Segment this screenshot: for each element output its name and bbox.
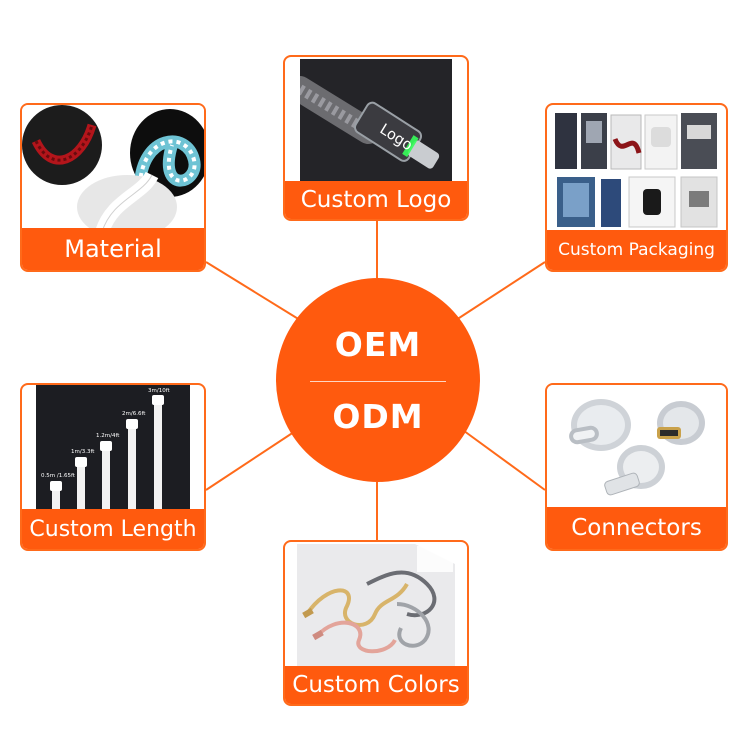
length-label-3: 2m/6.6ft xyxy=(122,411,146,417)
hub-divider xyxy=(310,380,446,382)
custom-colors-photo xyxy=(297,544,455,668)
hub-odm-label: ODM xyxy=(332,396,424,436)
connectors-caption: Connectors xyxy=(547,507,726,549)
connector-line-length xyxy=(205,427,301,491)
length-label-4: 3m/10ft xyxy=(148,388,171,394)
custom-logo-card: Logo Custom Logo xyxy=(283,55,469,221)
custom-packaging-card: Custom Packaging xyxy=(545,103,728,272)
connector-line-connectors xyxy=(459,427,546,491)
connector-line-material xyxy=(205,261,301,321)
material-photo xyxy=(22,105,204,232)
connector-line-packaging xyxy=(455,261,546,321)
material-caption: Material xyxy=(22,228,204,270)
length-label-0: 0.5m /1.65ft xyxy=(41,473,76,479)
custom-length-caption: Custom Length xyxy=(22,509,204,549)
custom-packaging-photo xyxy=(553,109,720,230)
connectors-photo xyxy=(547,385,726,509)
custom-length-card: 0.5m /1.65ft 1m/3.3ft 1.2m/4ft 2m/6.6ft … xyxy=(20,383,206,551)
custom-packaging-caption: Custom Packaging xyxy=(547,230,726,270)
custom-colors-caption: Custom Colors xyxy=(285,666,467,704)
oem-odm-hub: OEM ODM xyxy=(276,278,480,482)
material-card: Material xyxy=(20,103,206,272)
length-label-2: 1.2m/4ft xyxy=(96,433,120,439)
hub-oem-label: OEM xyxy=(334,324,422,364)
custom-logo-photo: Logo xyxy=(300,59,452,183)
custom-colors-card: Custom Colors xyxy=(283,540,469,706)
length-label-1: 1m/3.3ft xyxy=(71,449,95,455)
custom-length-photo: 0.5m /1.65ft 1m/3.3ft 1.2m/4ft 2m/6.6ft … xyxy=(36,385,190,511)
custom-logo-caption: Custom Logo xyxy=(285,181,467,219)
connectors-card: Connectors xyxy=(545,383,728,551)
